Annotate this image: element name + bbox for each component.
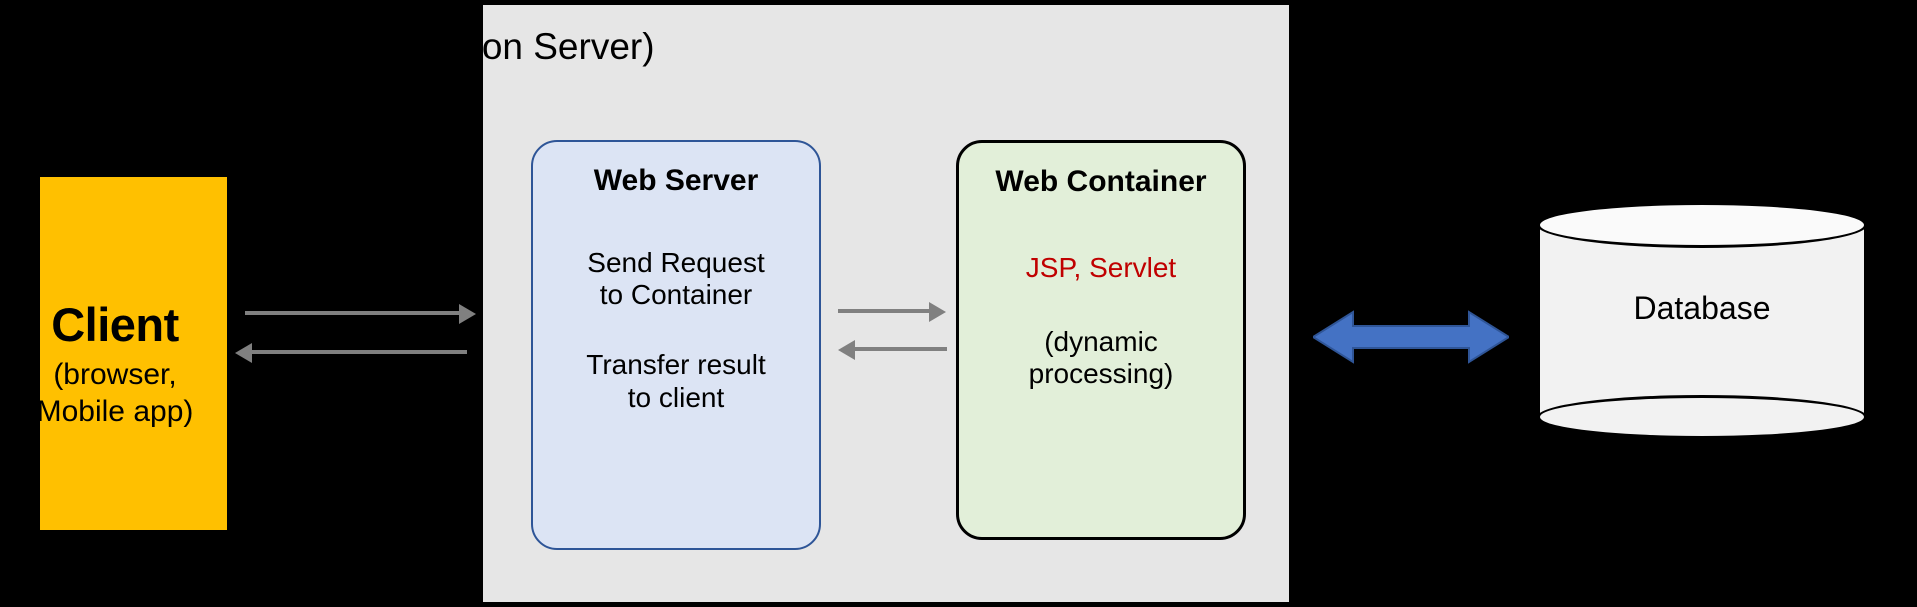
container-request-arrow-line [838,309,930,313]
database-cylinder-bottom [1537,395,1867,439]
web-container-note-line2: processing) [1028,358,1174,390]
client-request-arrow-head-icon [459,304,476,324]
web-container-note-line1: (dynamic [1044,325,1158,357]
container-response-arrow-head-icon [838,340,855,360]
database-cylinder-top [1537,202,1867,248]
web-server-task1-line1: Send Request [587,246,765,278]
was-title-expansion: (Web Application Server) [246,26,655,67]
was-title-acronym: WAS [151,26,236,67]
web-server-node[interactable]: Web Server Send Request to Container Tra… [531,140,821,550]
client-response-arrow-head-icon [235,343,252,363]
web-server-task2-line2: to client [627,381,725,413]
database-node[interactable]: Database [1537,202,1867,439]
web-container-node[interactable]: Web Container JSP, Servlet (dynamic proc… [956,140,1246,540]
web-server-task2-line1: Transfer result [586,349,766,381]
database-cylinder-body [1537,224,1867,417]
web-container-title: Web Container [995,165,1207,198]
database-label: Database [1633,290,1771,326]
container-response-arrow-line [855,347,947,351]
web-server-task1-line2: to Container [599,278,753,310]
client-request-arrow-line [245,311,460,315]
web-container-tech: JSP, Servlet [1025,251,1177,283]
container-request-arrow-head-icon [929,302,946,322]
was-to-database-arrow-icon [1313,310,1509,364]
client-node[interactable] [40,177,227,530]
was-title: WAS (Web Application Server) [0,26,806,68]
web-server-title: Web Server [593,164,759,197]
client-response-arrow-line [252,350,467,354]
